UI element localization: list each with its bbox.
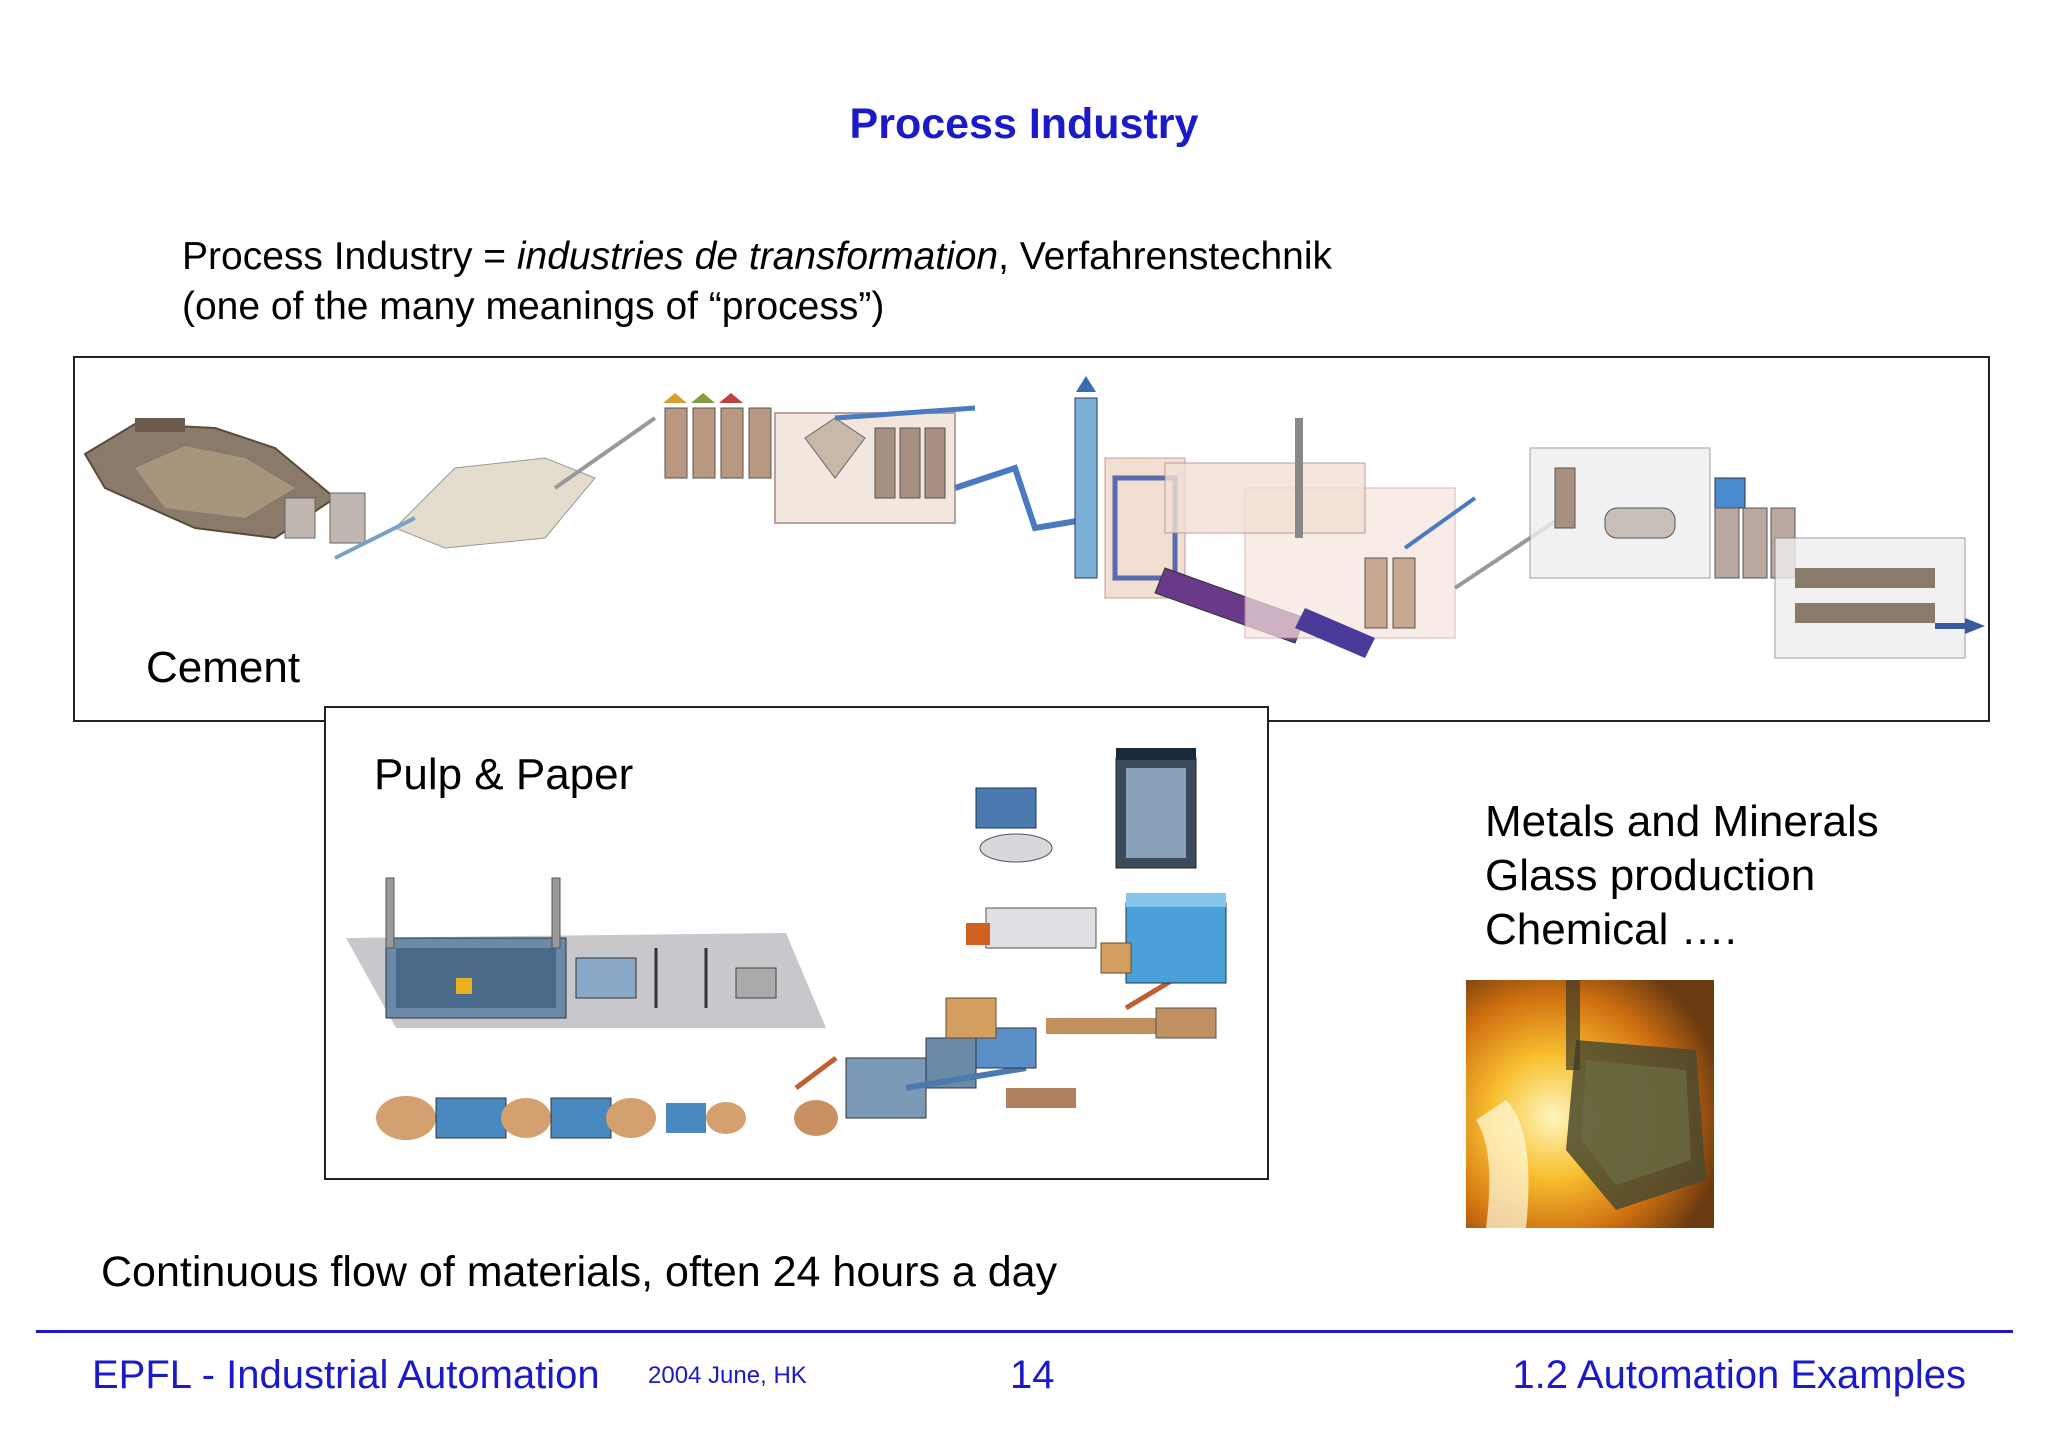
raw-silos [663,393,772,479]
cement-panel [73,356,1990,722]
pulp-paper-illustration [346,748,1227,1140]
intro-line-2: (one of the many meanings of “process”) [182,285,885,328]
intro-suffix: , Verfahrenstechnik [998,235,1333,278]
footer-page-number: 14 [1010,1353,1055,1397]
intro-text: Process Industry = industries de transfo… [182,232,1332,332]
exhaust-stack [1074,376,1098,579]
intro-italic-term: industries de transformation [516,235,999,278]
industry-item: Glass production [1485,851,1816,900]
intro-prefix: Process Industry = [182,235,517,278]
molten-metal-photo [1466,980,1714,1228]
paper-machine [376,1096,746,1140]
intro-line-1: Process Industry = industries de transfo… [182,232,1332,282]
industry-item: Metals and Minerals [1485,797,1879,846]
footer-divider [36,1330,2013,1333]
industry-item: Chemical …. [1485,905,1737,954]
slide-title: Process Industry [849,100,1199,148]
cement-plant-illustration [83,376,1985,659]
other-industries-list: Metals and Minerals Glass production Che… [1485,795,1879,957]
footer-date: 2004 June, HK [648,1362,807,1389]
continuous-flow-text: Continuous flow of materials, often 24 h… [101,1248,1058,1296]
footer-section: 1.2 Automation Examples [1512,1353,1966,1397]
footer-course: EPFL - Industrial Automation [92,1353,600,1397]
pulp-paper-panel [324,706,1269,1180]
cement-label: Cement [146,643,301,692]
pulp-paper-label: Pulp & Paper [374,750,634,799]
